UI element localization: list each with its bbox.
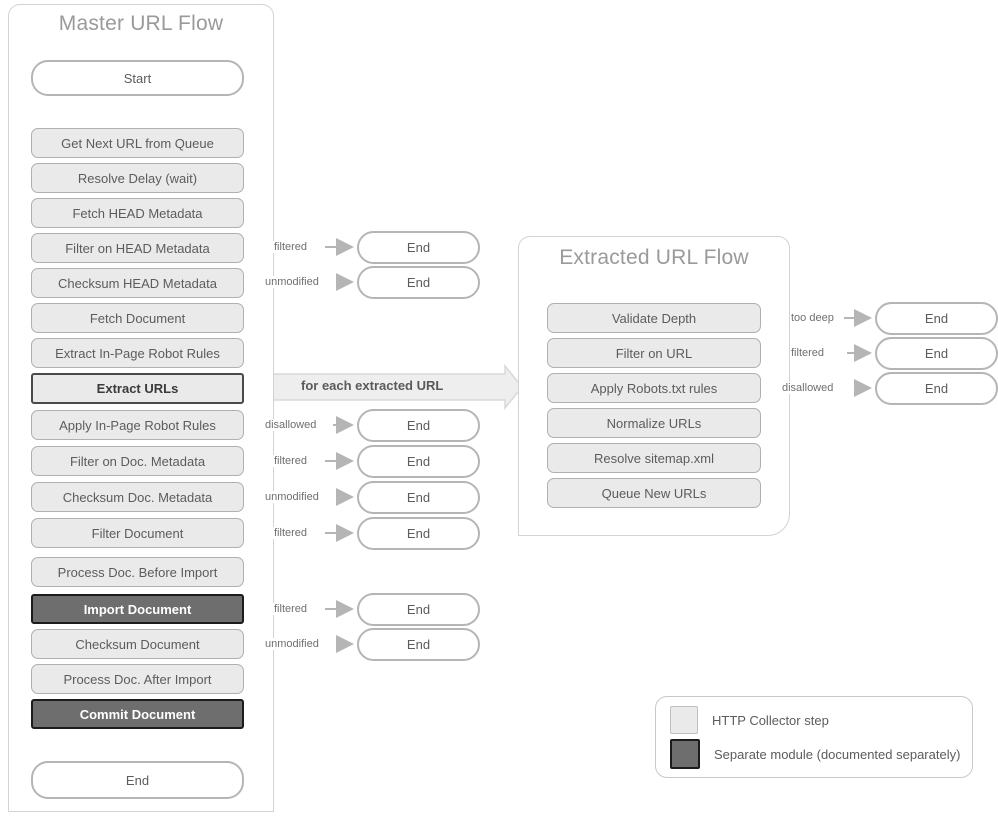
edge-label-too-deep: too deep xyxy=(790,312,835,324)
legend-swatch-separate-module-icon xyxy=(670,739,700,769)
edge-label-disallowed-robots-txt: disallowed xyxy=(781,382,835,394)
step-process-doc-before-import[interactable]: Process Doc. Before Import xyxy=(31,557,244,587)
edge-label-filtered-import: filtered xyxy=(273,603,309,615)
edge-label-unmodified-checksum-doc: unmodified xyxy=(264,638,320,650)
step-apply-robots-txt-rules[interactable]: Apply Robots.txt rules xyxy=(547,373,761,403)
step-resolve-delay[interactable]: Resolve Delay (wait) xyxy=(31,163,244,193)
node-end-unmodified-checksum-doc[interactable]: End xyxy=(357,628,480,661)
step-apply-in-page-robot-rules[interactable]: Apply In-Page Robot Rules xyxy=(31,410,244,440)
step-normalize-urls[interactable]: Normalize URLs xyxy=(547,408,761,438)
step-process-doc-after-import[interactable]: Process Doc. After Import xyxy=(31,664,244,694)
node-end-unmodified-doc-meta[interactable]: End xyxy=(357,481,480,514)
step-filter-on-doc-metadata[interactable]: Filter on Doc. Metadata xyxy=(31,446,244,476)
node-start[interactable]: Start xyxy=(31,60,244,96)
panel-title-extracted: Extracted URL Flow xyxy=(518,236,790,279)
legend-item-separate-module: Separate module (documented separately) xyxy=(656,737,972,771)
step-extract-urls[interactable]: Extract URLs xyxy=(31,373,244,404)
legend-item-collector-step: HTTP Collector step xyxy=(656,703,972,737)
legend-label-separate-module: Separate module (documented separately) xyxy=(714,746,961,762)
edge-label-disallowed-robots: disallowed xyxy=(264,419,318,431)
step-import-document[interactable]: Import Document xyxy=(31,594,244,624)
edge-label-unmodified-doc-meta: unmodified xyxy=(264,491,320,503)
legend-box: HTTP Collector step Separate module (doc… xyxy=(655,696,973,778)
step-queue-new-urls[interactable]: Queue New URLs xyxy=(547,478,761,508)
edge-label-for-each-extracted-url: for each extracted URL xyxy=(301,378,444,393)
step-filter-on-head-metadata[interactable]: Filter on HEAD Metadata xyxy=(31,233,244,263)
node-end-too-deep[interactable]: End xyxy=(875,302,998,335)
node-end-main[interactable]: End xyxy=(31,761,244,799)
legend-swatch-http-collector-step-icon xyxy=(670,706,698,734)
panel-title-master: Master URL Flow xyxy=(8,4,274,44)
node-end-disallowed-robots-txt[interactable]: End xyxy=(875,372,998,405)
step-checksum-head-metadata[interactable]: Checksum HEAD Metadata xyxy=(31,268,244,298)
step-checksum-doc-metadata[interactable]: Checksum Doc. Metadata xyxy=(31,482,244,512)
step-extract-in-page-robot-rules[interactable]: Extract In-Page Robot Rules xyxy=(31,338,244,368)
node-end-filtered-document[interactable]: End xyxy=(357,517,480,550)
step-validate-depth[interactable]: Validate Depth xyxy=(547,303,761,333)
edge-label-filtered-url: filtered xyxy=(790,347,826,359)
step-checksum-document[interactable]: Checksum Document xyxy=(31,629,244,659)
step-get-next-url-from-queue[interactable]: Get Next URL from Queue xyxy=(31,128,244,158)
edge-label-filtered-head: filtered xyxy=(273,241,309,253)
step-resolve-sitemap-xml[interactable]: Resolve sitemap.xml xyxy=(547,443,761,473)
legend-label-http-collector-step: HTTP Collector step xyxy=(712,712,829,728)
step-fetch-head-metadata[interactable]: Fetch HEAD Metadata xyxy=(31,198,244,228)
edge-label-filtered-doc-meta: filtered xyxy=(273,455,309,467)
step-filter-document[interactable]: Filter Document xyxy=(31,518,244,548)
step-fetch-document[interactable]: Fetch Document xyxy=(31,303,244,333)
node-end-filtered-url[interactable]: End xyxy=(875,337,998,370)
edge-label-filtered-document: filtered xyxy=(273,527,309,539)
node-end-unmodified-head[interactable]: End xyxy=(357,266,480,299)
node-end-filtered-import[interactable]: End xyxy=(357,593,480,626)
node-end-disallowed-robots[interactable]: End xyxy=(357,409,480,442)
node-end-filtered-doc-meta[interactable]: End xyxy=(357,445,480,478)
step-commit-document[interactable]: Commit Document xyxy=(31,699,244,729)
edge-label-unmodified-head: unmodified xyxy=(264,276,320,288)
step-filter-on-url[interactable]: Filter on URL xyxy=(547,338,761,368)
node-end-filtered-head[interactable]: End xyxy=(357,231,480,264)
